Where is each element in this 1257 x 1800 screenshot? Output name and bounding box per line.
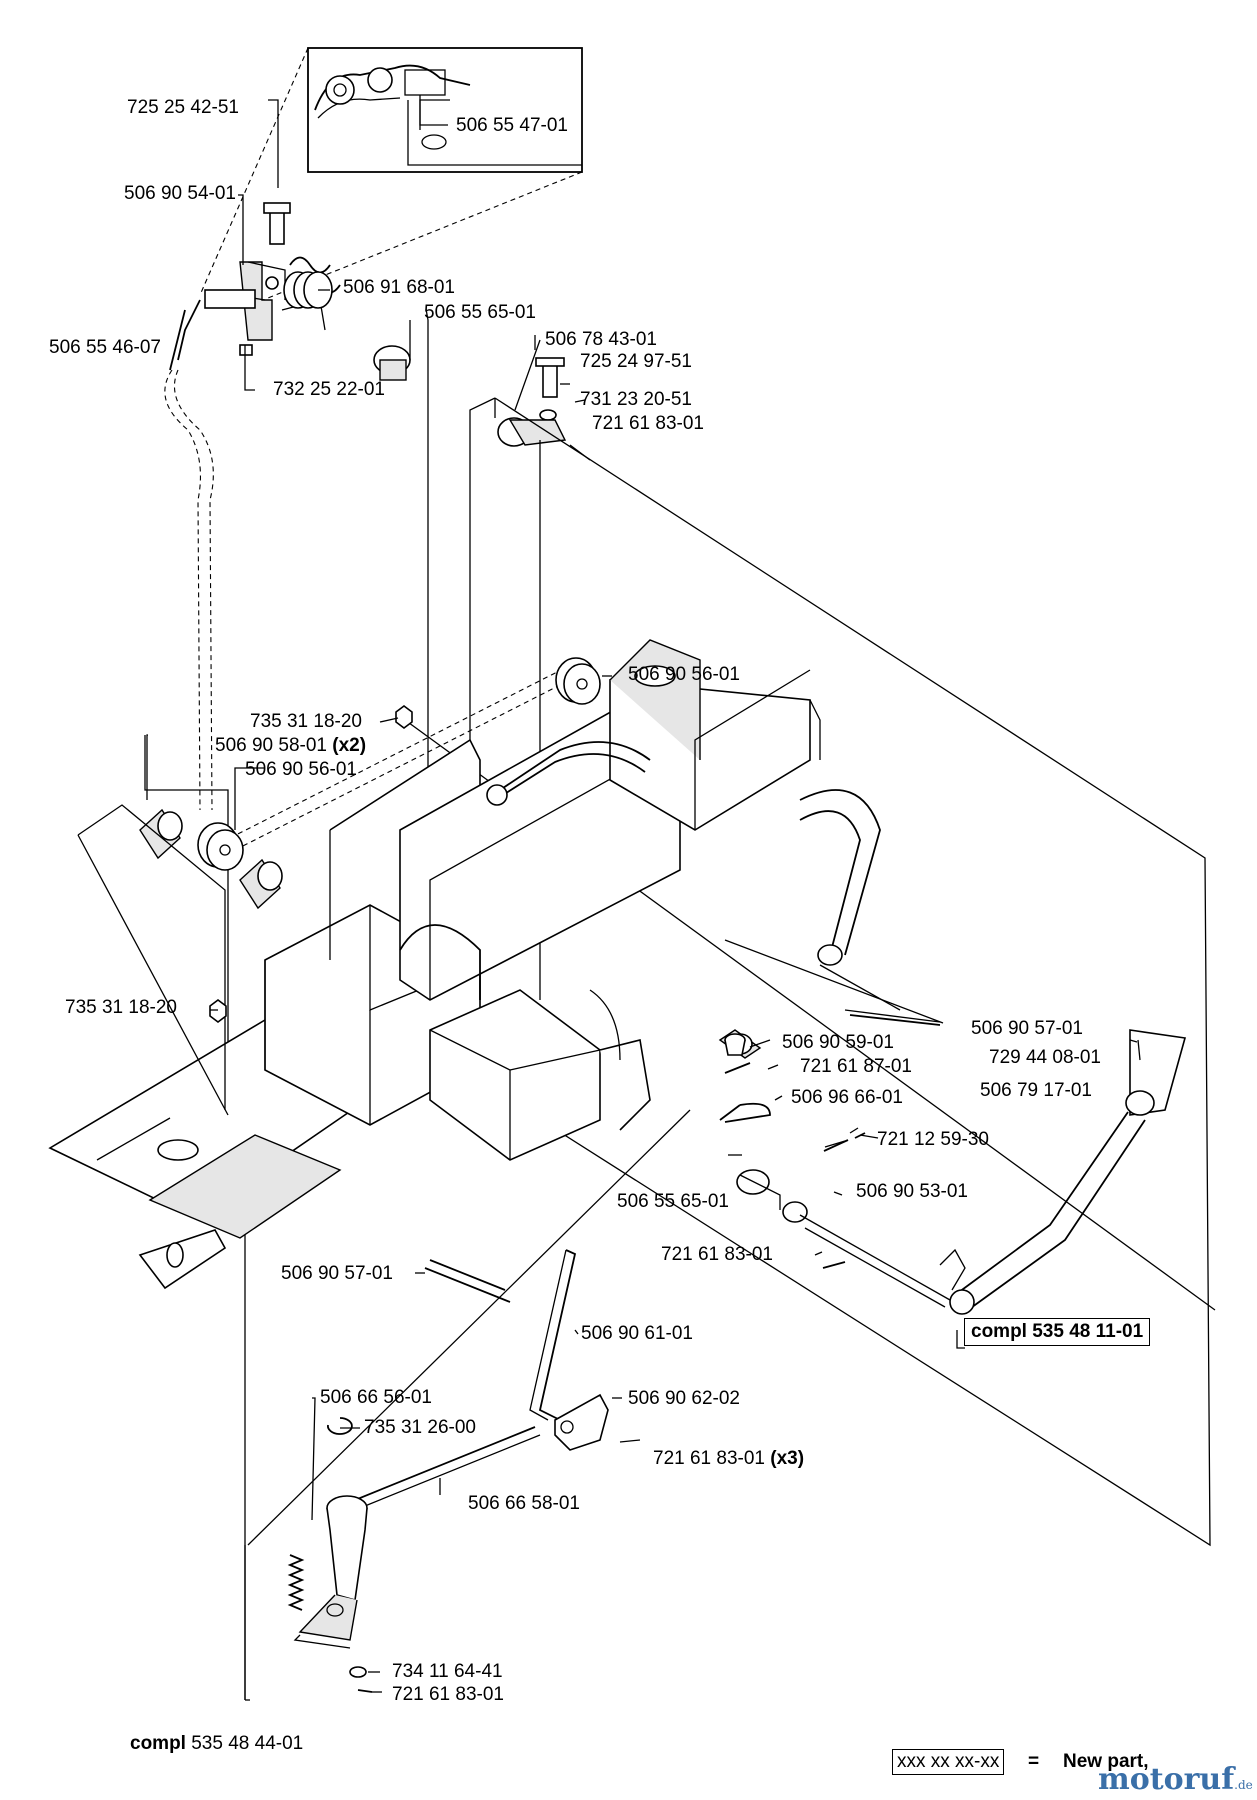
legend-new-part-text: New part, <box>1063 1751 1149 1772</box>
label-734-11-64-41: 734 11 64-41 <box>392 1661 503 1682</box>
label-compl-535-48-11-01: compl 535 48 11-01 <box>964 1318 1151 1346</box>
label-732-25-22-01: 732 25 22-01 <box>273 379 385 400</box>
label-506-90-54-01: 506 90 54-01 <box>124 183 236 204</box>
label-506-66-56-01: 506 66 56-01 <box>320 1387 432 1408</box>
label-506-55-65-01-top: 506 55 65-01 <box>424 302 536 323</box>
label-721-61-83-01-x3-qty: (x3) <box>770 1448 805 1469</box>
label-506-78-43-01: 506 78 43-01 <box>545 329 657 350</box>
chain-bracket-assembly <box>169 202 411 381</box>
legend-new-part-key: xxx xx xx-xx <box>892 1749 1005 1775</box>
label-721-61-83-01-bottom: 721 61 83-01 <box>392 1684 504 1705</box>
label-506-90-53-01: 506 90 53-01 <box>856 1181 968 1202</box>
label-506-90-58-01: 506 90 58-01 (x2) <box>215 735 366 757</box>
label-506-90-62-02: 506 90 62-02 <box>628 1388 740 1409</box>
plug-cap <box>724 1033 746 1056</box>
nut-lower <box>209 999 227 1023</box>
pedal-lever <box>939 1029 1187 1315</box>
label-729-44-08-01: 729 44 08-01 <box>989 1047 1101 1068</box>
lower-bracket <box>554 1393 609 1451</box>
label-535-48-44-01-code: 535 48 44-01 <box>191 1733 304 1754</box>
brake-pedal <box>293 1495 368 1649</box>
spacer-lower <box>239 858 283 910</box>
control-rod <box>529 1249 577 1421</box>
label-506-90-56-01-lower: 506 90 56-01 <box>245 759 357 780</box>
label-506-90-58-01-qty: (x2) <box>332 735 367 756</box>
label-721-61-83-01-mid: 721 61 83-01 <box>661 1244 773 1265</box>
label-506-90-57-01-lower: 506 90 57-01 <box>281 1263 393 1284</box>
snap-ring <box>327 1417 353 1435</box>
label-compl-535-48-44-01: compl 535 48 44-01 <box>130 1733 303 1755</box>
label-506-96-66-01: 506 96 66-01 <box>791 1087 903 1108</box>
legend-equals: = <box>1028 1751 1040 1772</box>
label-735-31-26-00: 735 31 26-00 <box>364 1417 476 1438</box>
handle-bar <box>486 741 944 1024</box>
label-compl-word: compl <box>130 1733 186 1754</box>
main-frame <box>48 639 821 1290</box>
label-506-66-58-01: 506 66 58-01 <box>468 1493 580 1514</box>
nut-upper <box>395 705 413 729</box>
label-731-23-20-51: 731 23 20-51 <box>580 389 692 410</box>
washer <box>349 1666 367 1678</box>
label-721-12-59-30: 721 12 59-30 <box>877 1129 989 1150</box>
label-506-90-56-01-upper: 506 90 56-01 <box>628 664 740 685</box>
pulley-upper <box>555 657 601 705</box>
label-721-61-83-01-x3: 721 61 83-01 (x3) <box>653 1448 804 1470</box>
label-506-55-65-01-lower: 506 55 65-01 <box>617 1191 729 1212</box>
chain-detail-inset <box>307 47 583 173</box>
brand-logo: motoruf.de <box>1098 1762 1253 1797</box>
pulley-lower <box>197 822 244 871</box>
label-506-90-58-01-code: 506 90 58-01 <box>215 735 327 756</box>
label-721-61-83-01-x3-code: 721 61 83-01 <box>653 1448 765 1469</box>
label-721-61-87-01: 721 61 87-01 <box>800 1056 912 1077</box>
label-506-55-47-01: 506 55 47-01 <box>456 115 568 136</box>
return-spring <box>287 1554 305 1611</box>
label-735-31-18-20-lower: 735 31 18-20 <box>65 997 177 1018</box>
label-506-91-68-01: 506 91 68-01 <box>343 277 455 298</box>
label-725-24-97-51: 725 24 97-51 <box>580 351 692 372</box>
pin-with-cap <box>849 1039 1141 1139</box>
label-506-55-46-07: 506 55 46-07 <box>49 337 161 358</box>
label-506-90-59-01: 506 90 59-01 <box>782 1032 894 1053</box>
label-721-61-83-01-top: 721 61 83-01 <box>592 413 704 434</box>
label-735-31-18-20-upper: 735 31 18-20 <box>250 711 362 732</box>
brand-name: motoruf <box>1098 1762 1235 1797</box>
label-506-90-61-01: 506 90 61-01 <box>581 1323 693 1344</box>
label-506-79-17-01: 506 79 17-01 <box>980 1080 1092 1101</box>
label-725-25-42-51: 725 25 42-51 <box>127 97 239 118</box>
brand-tld: .de <box>1234 1778 1253 1792</box>
spacer-upper <box>139 808 183 860</box>
pivot-bracket <box>497 357 591 461</box>
label-506-90-57-01-right: 506 90 57-01 <box>971 1018 1083 1039</box>
